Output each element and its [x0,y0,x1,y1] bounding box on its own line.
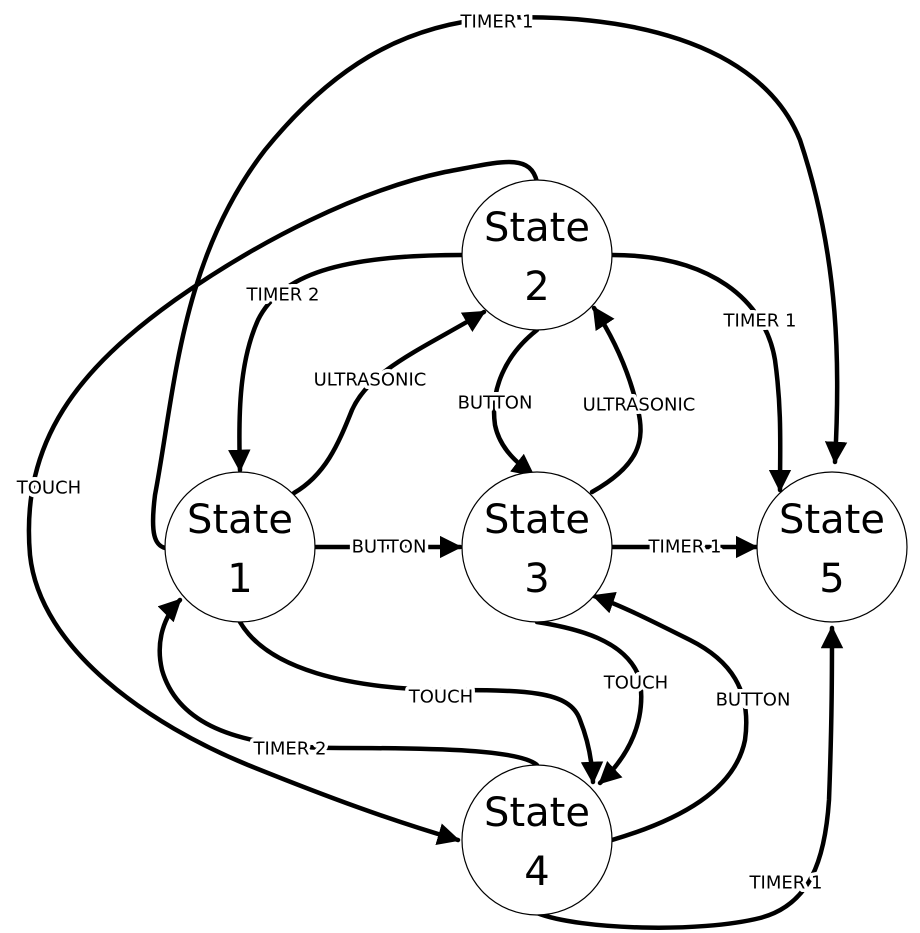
edge-label-s1-s5: TIMER 1 [460,12,534,33]
state-label-line1: State [484,205,590,251]
edge-s2-s5-timer1 [609,252,792,493]
state-circle [756,471,908,623]
edge-label-s2-s1: TIMER 2 [246,285,320,306]
state-node-2: State 2 [461,179,613,331]
edge-labels: BUTTON TIMER 1 BUTTON ULTRASONIC TIMER 1… [12,8,826,897]
state-label-line2: 1 [227,556,252,602]
state-node-4: State 4 [461,764,613,916]
edge-s1-s5-timer1 [150,15,848,551]
state-circle [461,764,613,916]
state-node-1: State 1 [164,471,316,623]
edge-s2-s1-timer2 [228,252,465,473]
state-label-line1: State [484,497,590,543]
state-label-line2: 5 [819,556,844,602]
state-label-line1: State [484,790,590,836]
edge-s2-s3-button [491,327,540,478]
edge-label-s2-s3: BUTTON [458,393,533,414]
edge-label-s2-s4: TOUCH [16,478,81,499]
edges [26,15,848,930]
state-label-line2: 2 [524,264,549,310]
edge-label-s1-s2: ULTRASONIC [314,370,427,391]
edge-label-s3-s2: ULTRASONIC [583,395,696,416]
edge-s2-s4-touch [26,159,540,846]
state-label-line1: State [779,497,885,543]
state-label-line2: 4 [524,849,549,895]
edge-s1-s4-touch [237,619,604,785]
edge-label-s4-s3: BUTTON [716,690,791,711]
state-node-5: State 5 [756,471,908,623]
state-circle [461,471,613,623]
edge-s3-s4-touch [534,619,644,786]
edge-label-s1-s4: TOUCH [408,687,473,708]
state-label-line2: 3 [524,556,549,602]
edge-label-s3-s5: TIMER 1 [648,537,722,558]
edge-s4-s3-button [591,591,749,843]
edge-label-s4-s1: TIMER 2 [253,739,327,760]
edge-label-s3-s4: TOUCH [603,673,668,694]
edge-s3-s2-ultrasonic [589,305,643,495]
edge-label-s2-s5: TIMER 1 [723,311,797,332]
edge-label-s1-s3: BUTTON [352,537,427,558]
state-circle [164,471,316,623]
state-label-line1: State [187,497,293,543]
edge-s4-s1-timer2 [157,597,540,768]
state-circle [461,179,613,331]
edge-s1-s2-ultrasonic [291,309,487,496]
state-node-3: State 3 [461,471,613,623]
edge-label-s4-s5: TIMER 1 [749,873,823,894]
edge-s4-s5-timer1 [534,625,844,930]
